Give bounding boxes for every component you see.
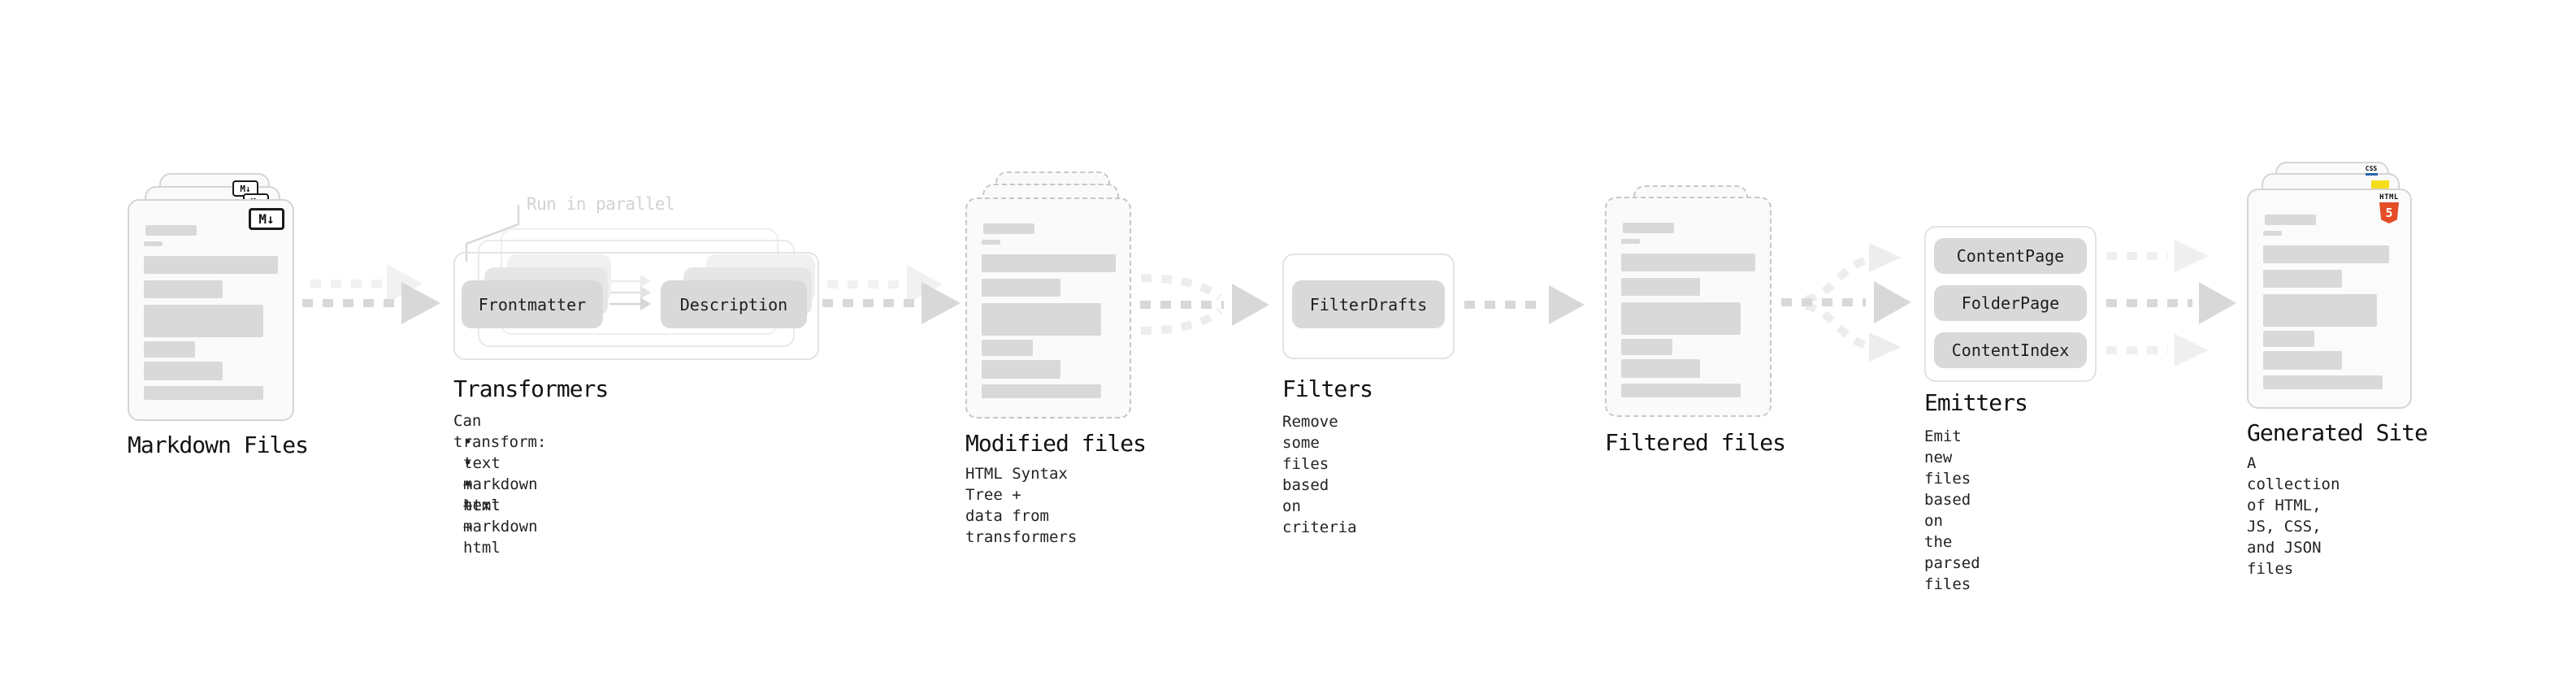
arrow-emitters-to-generated [2106,240,2236,367]
markdown-icon: M↓ [249,208,284,230]
generated-site-label: Generated Site [2247,419,2428,446]
filters-box [1282,254,1455,359]
css3-icon: CSS [2364,166,2379,176]
generated-site-sublabel: A collection of HTML, JS, CSS, and JSON … [2247,454,2340,578]
arrow-markdown-to-transformers [302,264,440,324]
emitter-folderpage: FolderPage [1934,285,2087,321]
transformers-bullet-1: • text → text [463,433,501,514]
emitter-contentpage: ContentPage [1934,238,2087,274]
transformer-step-arrows [609,275,651,310]
filter-filterdrafts: FilterDrafts [1292,280,1445,328]
transformers-bullet-3: • html → html [463,475,501,557]
transformers-box [453,252,819,360]
modified-files-label: Modified files [965,430,1147,457]
run-in-parallel-note: Run in parallel [527,194,675,214]
modified-file-card [965,197,1131,419]
arrow-modified-to-filters [1140,274,1269,335]
markdown-file-card: M↓ [128,199,294,421]
filtered-files-label: Filtered files [1605,429,1786,456]
generated-file-card: HTML 5 [2247,189,2412,409]
emitters-sublabel: Emit new files based on the parsed files [1924,427,1980,593]
emitters-box [1924,226,2097,382]
arrow-filters-to-filtered [1464,285,1585,324]
filters-sublabel: Remove some files based on criteria [1282,413,1357,536]
transformers-label: Transformers [453,375,609,402]
arrow-transformers-to-modified [822,265,961,324]
transformers-sublabel-title: Can transform: [453,412,547,451]
arrow-filtered-to-emitters [1781,243,1911,362]
filtered-file-card [1605,197,1772,417]
emitter-contentindex: ContentIndex [1934,332,2087,368]
emitters-label: Emitters [1924,389,2028,416]
modified-files-sublabel: HTML Syntax Tree + data from transformer… [965,465,1078,546]
html5-icon: HTML 5 [2379,193,2400,223]
markdown-files-label: Markdown Files [128,432,309,458]
transformer-description: Description [661,280,807,328]
filters-label: Filters [1282,375,1373,402]
transformer-frontmatter: Frontmatter [462,280,603,328]
transformers-bullet-2: • markdown → markdown [463,454,538,536]
